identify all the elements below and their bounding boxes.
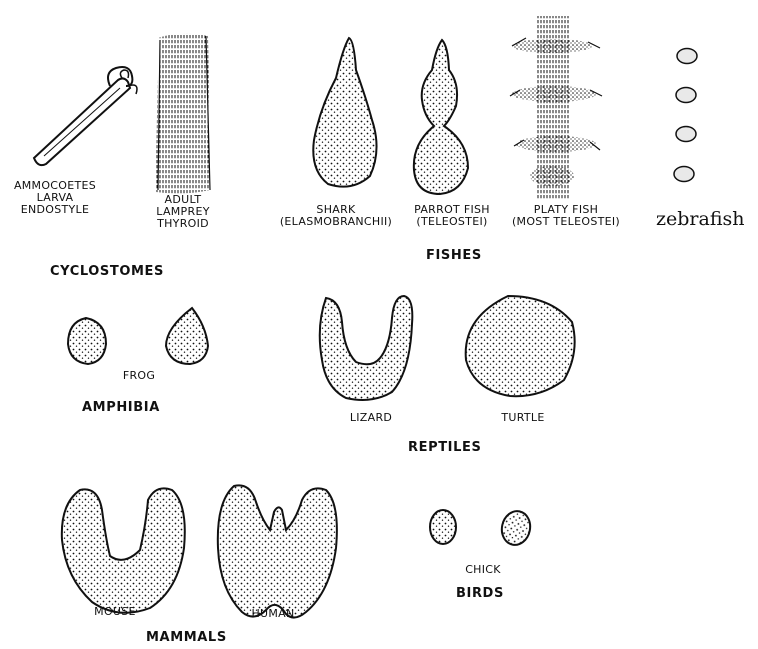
human-thyroid-drawing: [218, 485, 337, 617]
chick-label: CHICK: [448, 564, 518, 576]
turtle-thyroid-drawing: [466, 296, 575, 396]
mouse-thyroid-drawing: [62, 488, 185, 612]
platy-fish-thyroid-drawing: [510, 16, 602, 200]
group-amphibia: AMPHIBIA: [82, 400, 160, 415]
parrot-fish-label: PARROT FISH (TELEOSTEI): [402, 204, 502, 228]
turtle-label: TURTLE: [488, 412, 558, 424]
lizard-thyroid-drawing: [320, 296, 413, 400]
group-mammals: MAMMALS: [146, 630, 227, 645]
zebrafish-thyroid-drawing: [674, 49, 697, 182]
group-reptiles: REPTILES: [408, 440, 481, 455]
frog-thyroid-drawing: [68, 308, 208, 364]
lizard-label: LIZARD: [336, 412, 406, 424]
shark-label: SHARK (ELASMOBRANCHII): [268, 204, 404, 228]
platy-fish-label: PLATY FISH (MOST TELEOSTEI): [502, 204, 630, 228]
mouse-label: MOUSE: [80, 606, 150, 618]
group-cyclostomes: CYCLOSTOMES: [50, 264, 164, 279]
human-label: HUMAN: [238, 608, 308, 620]
parrot-fish-thyroid-drawing: [414, 40, 468, 194]
lamprey-label: ADULT LAMPREY THYROID: [140, 194, 226, 230]
frog-label: FROG: [104, 370, 174, 382]
shark-thyroid-drawing: [313, 38, 376, 187]
group-birds: BIRDS: [456, 586, 504, 601]
lamprey-thyroid-drawing: [156, 33, 210, 193]
zebrafish-label: zebrafish: [656, 208, 745, 230]
group-fishes: FISHES: [426, 248, 482, 263]
chick-thyroid-drawing: [430, 508, 533, 547]
ammocoetes-endostyle-drawing: [34, 67, 137, 165]
ammocoetes-label: AMMOCOETES LARVA ENDOSTYLE: [6, 180, 104, 216]
